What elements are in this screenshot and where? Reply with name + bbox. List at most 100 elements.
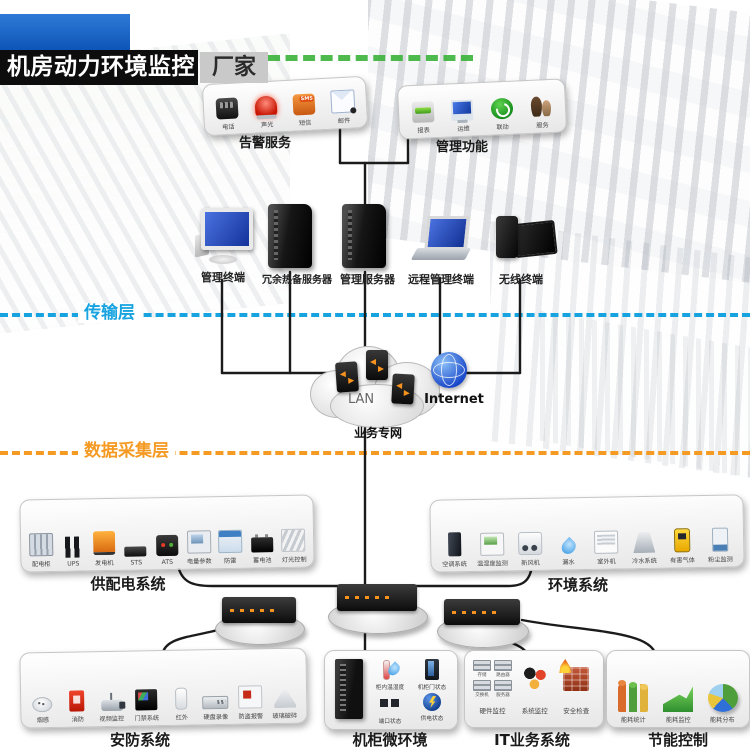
management-functions-panel: 报表运维联动服务: [396, 78, 568, 140]
pie-icon: [707, 684, 738, 712]
business-network-label: 业务专网: [353, 426, 402, 440]
remote-management-terminal: 远程管理终端: [408, 216, 474, 287]
data-collector-center: [328, 582, 428, 634]
panel-item: 硬盘录像: [198, 689, 233, 722]
panel-item: 配电柜: [25, 532, 57, 569]
fire-icon: [69, 690, 85, 712]
power-icon: [423, 693, 441, 711]
hardware-label: 交换机: [475, 692, 489, 698]
item-label: 有害气体: [670, 556, 695, 565]
green-dashed-line: [268, 55, 473, 61]
transport-layer-line: [0, 313, 750, 317]
spd-icon: [218, 529, 243, 554]
management-terminal: 管理终端: [190, 208, 256, 285]
gen-icon: [92, 530, 116, 556]
mail-icon: [330, 89, 356, 114]
panel-item: 粉尘监测: [701, 527, 740, 564]
ctower-icon: [633, 532, 655, 553]
tower-server-icon: [268, 204, 312, 268]
desktop-computer-icon: [193, 208, 253, 266]
management-functions-items: 报表运维联动服务: [398, 79, 566, 138]
transport-layer-label: 传输层: [78, 303, 141, 323]
panel-item: 机柜门状态: [411, 657, 453, 691]
item-label: 柜内温湿度: [375, 684, 405, 691]
environment-items: 空调系统温湿度监测新风机漏水室外机冷水系统有害气体粉尘监测: [430, 495, 743, 571]
panel-item: 空调系统: [435, 532, 474, 569]
device-label: 冗余热备服务器: [262, 275, 332, 286]
panel-item: 漏水: [549, 536, 588, 567]
ups-icon: [61, 536, 84, 558]
panel-item: 能耗监控: [656, 684, 701, 724]
energy-control-items: 能耗统计 能耗监控 能耗分布: [607, 651, 749, 727]
internet-globe-icon: [431, 352, 467, 388]
siren-icon: [254, 95, 278, 118]
phone-tablet-icon: [490, 214, 558, 268]
energy-control-panel: 能耗统计 能耗监控 能耗分布: [606, 650, 750, 728]
item-label: 短信: [298, 118, 312, 128]
it-business-label: IT业务系统: [494, 731, 570, 749]
item-label: 发电机: [95, 559, 114, 568]
sms-icon: [292, 93, 316, 116]
data-collector-right: [437, 597, 529, 648]
gas-icon: [673, 528, 691, 553]
device-label: 无线终端: [499, 273, 543, 286]
meter-icon: [186, 530, 211, 554]
panel-item: UPS: [57, 536, 89, 568]
item-label: 视频监控: [99, 714, 125, 723]
panel-item: 灯光控制: [277, 528, 309, 565]
item-label: 防盗报警: [238, 712, 263, 721]
thdrop-icon: [379, 659, 401, 680]
security-label: 安防系统: [109, 731, 170, 749]
lan-label: LAN: [348, 392, 375, 407]
it-security-group: 安全检查: [556, 659, 598, 715]
phone-icon: [215, 97, 239, 120]
door-icon: [135, 689, 158, 711]
security-panel: 烟感消防视频监控门禁系统红外硬盘录像防盗报警玻璃破碎: [19, 647, 308, 729]
panel-item: 报表: [403, 101, 444, 136]
item-label: 粉尘监测: [708, 555, 733, 564]
it-system-group: 系统监控: [514, 659, 556, 715]
item-label: 防雷: [224, 556, 237, 565]
users-icon: [530, 96, 553, 118]
item-label: 声光: [260, 120, 274, 130]
management-server: 管理服务器: [340, 204, 395, 287]
item-label: 能耗统计: [620, 716, 646, 724]
panel-item: 短信: [284, 93, 324, 128]
network-switch-icon: [334, 361, 360, 393]
panel-item: 防雷: [214, 529, 246, 566]
sync-icon: [490, 97, 514, 120]
panel-item: 门禁系统: [129, 689, 164, 723]
vendor-badge: 厂家: [200, 52, 268, 83]
item-label: 报表: [417, 126, 430, 135]
item-label: 灯光控制: [281, 555, 307, 564]
ac-icon: [447, 532, 461, 557]
panel-item: 运维: [442, 99, 483, 134]
device-label: 管理终端: [201, 271, 245, 284]
item-label: 运维: [456, 124, 470, 133]
item-label: 玻璃破碎: [272, 711, 298, 720]
item-label: 门禁系统: [134, 714, 160, 723]
panel-item: STS: [120, 537, 152, 567]
item-label: 室外机: [597, 557, 616, 566]
internet-label: Internet: [424, 392, 484, 407]
hardware-device-icon: [494, 660, 512, 671]
page-title: 机房动力环境监控: [0, 50, 198, 85]
item-label: 电量参数: [186, 557, 212, 566]
it-group-label: 系统监控: [521, 707, 548, 715]
energy-control-label: 节能控制: [647, 731, 708, 749]
item-label: 消防: [71, 715, 84, 724]
header-blue-bar: [0, 14, 130, 50]
item-label: 能耗监控: [665, 716, 691, 724]
it-group-label: 安全检查: [563, 707, 590, 715]
panel-item: 消防: [60, 690, 95, 724]
firewall-icon: [563, 667, 590, 691]
ats-icon: [156, 534, 179, 557]
item-label: 端口状态: [378, 718, 402, 725]
panel-item: 蓄电池: [246, 533, 278, 565]
panel-item: 声光: [246, 95, 286, 130]
network-switch-icon: [366, 350, 388, 380]
panel-item: 能耗分布: [700, 684, 745, 724]
panel-item: ATS: [151, 534, 183, 567]
hardware-device-icon: [494, 680, 512, 691]
